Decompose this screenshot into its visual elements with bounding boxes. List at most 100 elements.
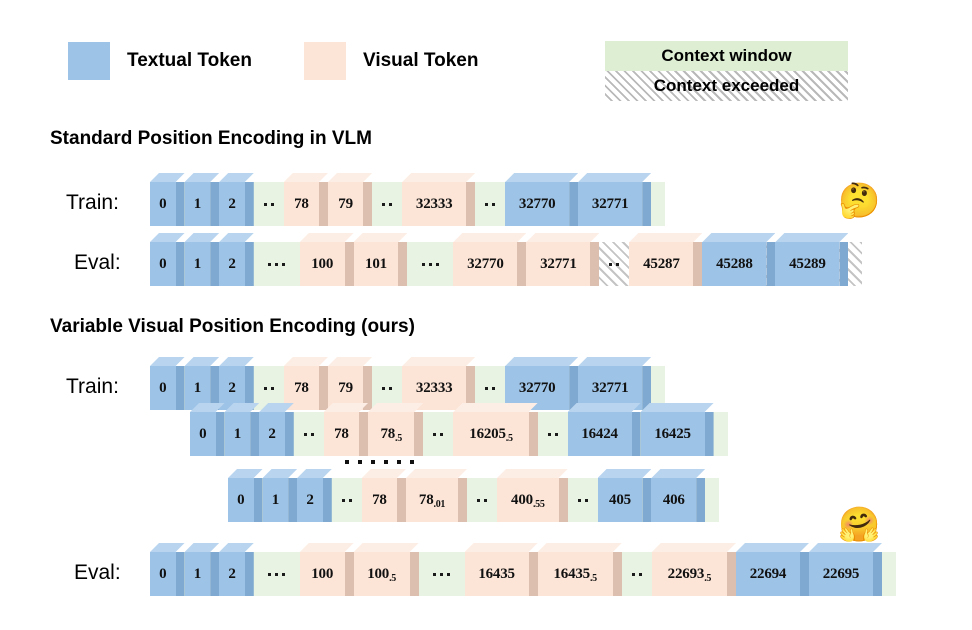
cube-side-face [466,366,476,410]
token-value: 100 [311,255,334,272]
ellipsis-dot [447,572,451,576]
ellipsis-dots [254,366,284,410]
token-cube-visual: 400.55 [497,478,568,522]
token-cube-textual: 0 [150,242,185,286]
token-value: 16424 [581,425,618,442]
token-cube-visual: 100 [299,552,354,596]
cube-front-face: 100 [299,552,345,596]
cube-top-face [150,357,185,366]
cube-front-face: 22693.5 [651,552,727,596]
cube-top-face [578,173,651,182]
token-value-subscript: .5 [589,572,597,584]
cube-side-face [322,478,332,522]
token-cube-visual: 79 [328,366,373,410]
cube-front-face: 100.5 [353,552,410,596]
cube-front-face: 32770 [505,366,570,410]
cube-side-face [704,412,714,456]
token-cube-textual: 32771 [578,366,652,410]
cube-top-face [219,173,254,182]
token-cube-visual: 78.01 [406,478,467,522]
ellipsis-dot [440,572,444,576]
ellipsis-dot [616,262,620,266]
token-value: 32771 [540,255,577,272]
visual-token-swatch [304,42,346,80]
cube-front-face: 78 [283,182,319,226]
cube-top-face [185,543,220,552]
token-cube-visual: 78 [283,182,328,226]
token-cube-textual: 32770 [505,366,579,410]
row-label-train-standard: Train: [66,191,119,214]
token-value: 78 [294,379,309,396]
cube-side-face [175,366,185,410]
legend-textual: Textual Token [68,42,252,80]
token-cube-textual: 405 [597,478,652,522]
token-cube-textual: 1 [184,366,220,410]
token-value: 78.01 [418,491,446,510]
token-value: 32770 [518,379,556,396]
cube-top-face [652,543,736,552]
token-cube-textual: 0 [190,412,225,456]
hugging-face-emoji: 🤗 [838,506,881,544]
cube-side-face [693,242,703,286]
cube-top-face [629,233,702,242]
cube-front-face: 78.01 [406,478,458,522]
cube-side-face [517,242,527,286]
visual-token-label: Visual Token [363,50,479,71]
token-cube-textual: 2 [219,242,254,286]
token-cube-textual: 1 [224,412,260,456]
token-cube-visual: 16435 [464,552,538,596]
token-cube-visual: 79 [328,182,373,226]
ellipsis-dot [275,572,279,576]
token-value: 2 [268,425,276,442]
cube-front-face: 32333 [402,182,467,226]
cube-top-face [354,233,408,242]
token-value: 32770 [467,255,504,272]
cube-top-face [505,173,578,182]
ellipsis-dot [275,262,279,266]
section-title-standard: Standard Position Encoding in VLM [50,128,372,149]
token-cube-textual: 406 [651,478,706,522]
ellipsis-dot [577,498,581,502]
token-value: 406 [662,491,685,508]
cube-side-face [210,182,220,226]
token-cube-textual: 1 [262,478,298,522]
cube-front-face: 0 [228,478,254,522]
token-value-subscript: .5 [505,432,513,444]
cube-front-face: 16435 [464,552,529,596]
cube-side-face [363,182,373,226]
cube-top-face [598,469,652,478]
cube-top-face [219,233,254,242]
ellipsis-dot [270,202,274,206]
ellipsis-dot [492,386,496,390]
section-title-variable: Variable Visual Position Encoding (ours) [50,316,415,337]
token-cube-textual: 1 [184,182,220,226]
cube-front-face: 22695 [809,552,873,596]
ellipsis-dots [622,552,652,596]
cube-front-face: 22694 [736,552,800,596]
series-dot [371,460,375,464]
token-value-subscript: .55 [532,498,545,510]
token-value: 2 [228,565,236,582]
token-value: 0 [237,491,245,508]
cube-side-face [318,366,328,410]
ellipsis-dot [492,202,496,206]
token-value: 79 [338,379,353,396]
cube-top-face [453,403,537,412]
token-value: 1 [233,425,242,442]
cube-side-face [244,552,254,596]
cube-top-face [406,469,467,478]
textual-token-label: Textual Token [127,50,252,71]
cube-side-face [642,182,652,226]
token-value-subscript: .5 [395,432,402,444]
cube-side-face [344,552,354,596]
cube-side-face [175,182,185,226]
cube-side-face [215,412,225,456]
token-value: 78 [294,195,309,212]
ellipsis-dot [477,498,480,502]
series-dot [397,460,401,464]
ellipsis-dots [475,182,505,226]
cube-front-face: 16435.5 [537,552,613,596]
cube-front-face: 1 [184,552,211,596]
token-value: 22694 [749,565,787,582]
